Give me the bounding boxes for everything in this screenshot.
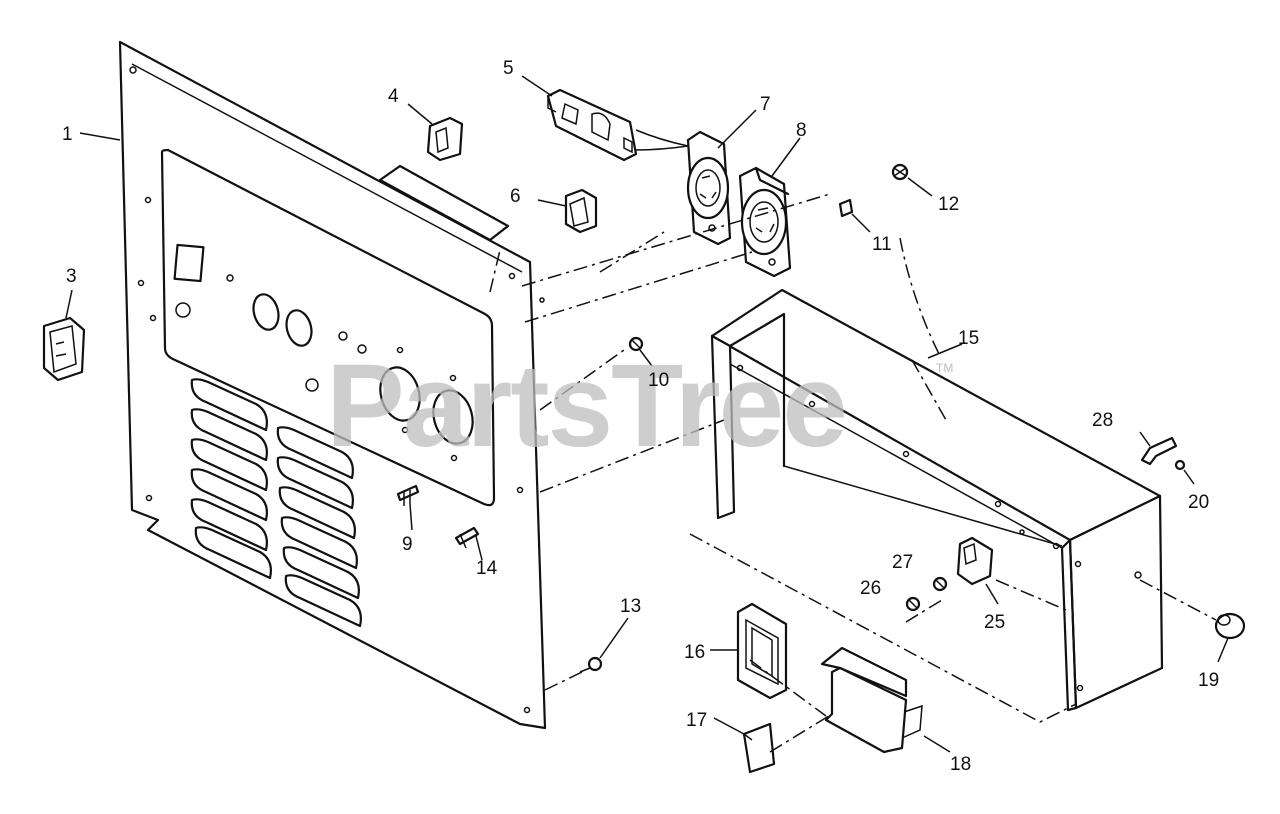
- front-panel: [118, 40, 547, 730]
- watermark-trademark: TM: [936, 361, 953, 375]
- callout-18: 18: [950, 754, 971, 775]
- callout-10: 10: [648, 370, 669, 391]
- part-13-screw: [579, 617, 629, 673]
- part-25-switch: [956, 536, 999, 605]
- part-11-screw: [838, 198, 871, 233]
- callout-13: 13: [620, 596, 641, 617]
- callout-16: 16: [684, 642, 705, 663]
- callout-17: 17: [686, 710, 707, 731]
- part-14-screw: [454, 526, 483, 561]
- part-7-receptacle: [686, 109, 757, 246]
- callout-5: 5: [503, 58, 514, 79]
- callout-25: 25: [984, 612, 1005, 633]
- callout-3: 3: [66, 266, 77, 287]
- callout-11: 11: [872, 234, 892, 255]
- part-27-nut: [932, 576, 948, 592]
- callout-20: 20: [1188, 492, 1209, 513]
- part-4-switch: [407, 103, 464, 162]
- part-5-receptacle: [521, 75, 689, 162]
- part-17-bracket: [713, 717, 776, 774]
- callout-27: 27: [892, 552, 913, 573]
- part-28-screw: [1139, 431, 1178, 466]
- watermark: PartsTree TM: [326, 340, 953, 472]
- part-16-cover: [710, 602, 788, 700]
- callout-6: 6: [510, 186, 521, 207]
- part-3-cover: [42, 289, 86, 382]
- callout-14: 14: [476, 558, 498, 579]
- callout-4: 4: [388, 86, 399, 107]
- part-10-nut: [628, 336, 653, 367]
- callout-19: 19: [1198, 670, 1219, 691]
- callout-26: 26: [860, 578, 881, 599]
- part-19-knob: [1214, 612, 1246, 663]
- part-12-nut: [891, 163, 933, 197]
- callouts: 1 3 4 5 6 7 8 9 10 11 12 13 14 15 16 17 …: [62, 58, 1219, 775]
- assembly-lines: [489, 193, 1217, 753]
- callout-7: 7: [760, 94, 771, 115]
- callout-12: 12: [938, 194, 959, 215]
- callout-1: 1: [62, 124, 73, 145]
- callout-9: 9: [402, 534, 413, 555]
- part-9-screw: [396, 484, 420, 531]
- vent-louvers: [190, 378, 362, 628]
- part-18-bracket: [820, 646, 951, 754]
- callout-8: 8: [796, 120, 807, 141]
- watermark-text: PartsTree: [326, 340, 846, 472]
- part-6-switch: [537, 188, 598, 234]
- part-20-nut: [1174, 459, 1195, 485]
- callout-15: 15: [958, 328, 979, 349]
- part-15-housing: [710, 288, 1164, 712]
- part-26-nut: [905, 596, 921, 612]
- part-8-receptacle: [738, 137, 801, 278]
- callout-28: 28: [1092, 410, 1113, 431]
